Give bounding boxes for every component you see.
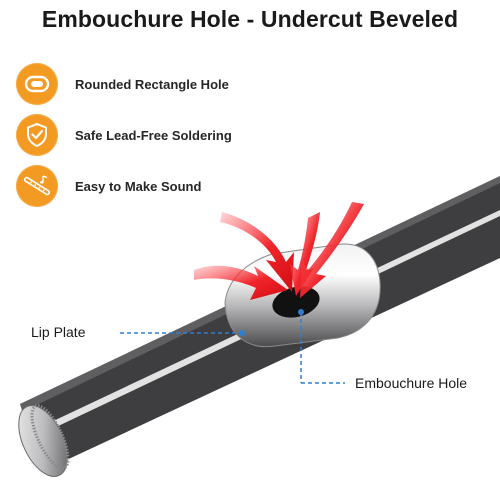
page-title: Embouchure Hole - Undercut Beveled: [41, 6, 459, 32]
shield-check-icon: [16, 114, 58, 156]
feature-rounded-rectangle: Rounded Rectangle Hole: [16, 63, 229, 105]
feature-label: Safe Lead-Free Soldering: [75, 127, 232, 143]
feature-label: Easy to Make Sound: [75, 178, 202, 194]
rounded-rectangle-icon: [16, 63, 58, 105]
crown-cap: [18, 404, 70, 477]
lip-plate-callout: Lip Plate: [31, 324, 86, 340]
feature-label: Rounded Rectangle Hole: [75, 76, 229, 92]
feature-lead-free: Safe Lead-Free Soldering: [16, 114, 232, 156]
flute-music-note-icon: [16, 165, 58, 207]
feature-easy-sound: Easy to Make Sound: [16, 165, 201, 207]
airflow-arrows: [194, 202, 364, 300]
embouchure-hole: [272, 286, 320, 318]
callout-leaders: [120, 309, 345, 384]
embouchure-hole-callout: Embouchure Hole: [355, 375, 468, 391]
